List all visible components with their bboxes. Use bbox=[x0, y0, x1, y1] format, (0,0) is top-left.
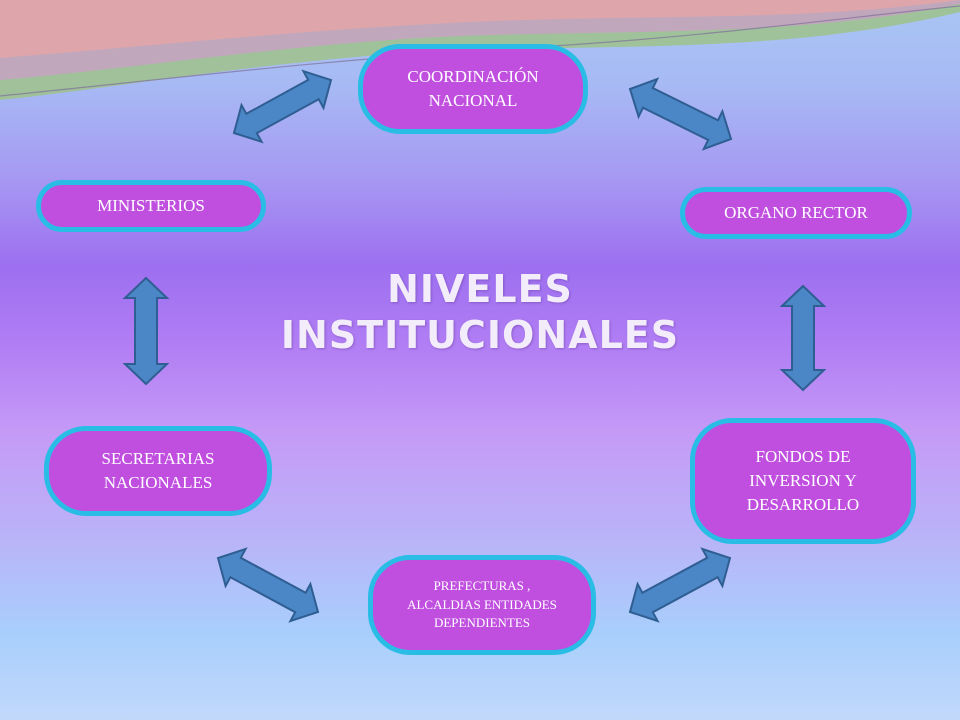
arrow-secretarias-prefecturas bbox=[216, 547, 320, 623]
arrow-ministerios-secretarias bbox=[122, 276, 170, 386]
node-coordinacion-nacional: COORDINACIÓN NACIONAL bbox=[358, 44, 588, 134]
node-secretarias-nacionales: SECRETARIAS NACIONALES bbox=[44, 426, 272, 516]
node-label: COORDINACIÓN NACIONAL bbox=[407, 67, 539, 110]
node-label: MINISTERIOS bbox=[97, 196, 205, 216]
arrow-ministerios-coordinacion bbox=[232, 69, 333, 144]
arrow-prefecturas-fondos bbox=[628, 547, 732, 623]
node-label: PREFECTURAS , ALCALDIAS ENTIDADES DEPEND… bbox=[407, 577, 557, 631]
diagram-title: NIVELES INSTITUCIONALES bbox=[280, 267, 680, 357]
node-label: SECRETARIAS NACIONALES bbox=[101, 449, 215, 492]
node-fondos-inversion: FONDOS DE INVERSION Y DESARROLLO bbox=[690, 418, 916, 544]
node-prefecturas: PREFECTURAS , ALCALDIAS ENTIDADES DEPEND… bbox=[368, 555, 596, 655]
node-label: ORGANO RECTOR bbox=[724, 203, 868, 223]
node-organo-rector: ORGANO RECTOR bbox=[680, 187, 912, 239]
arrow-coordinacion-organo-rector bbox=[628, 77, 733, 151]
arrow-organo-rector-fondos bbox=[779, 284, 827, 392]
node-ministerios: MINISTERIOS bbox=[36, 180, 266, 232]
node-label: FONDOS DE INVERSION Y DESARROLLO bbox=[746, 447, 860, 514]
